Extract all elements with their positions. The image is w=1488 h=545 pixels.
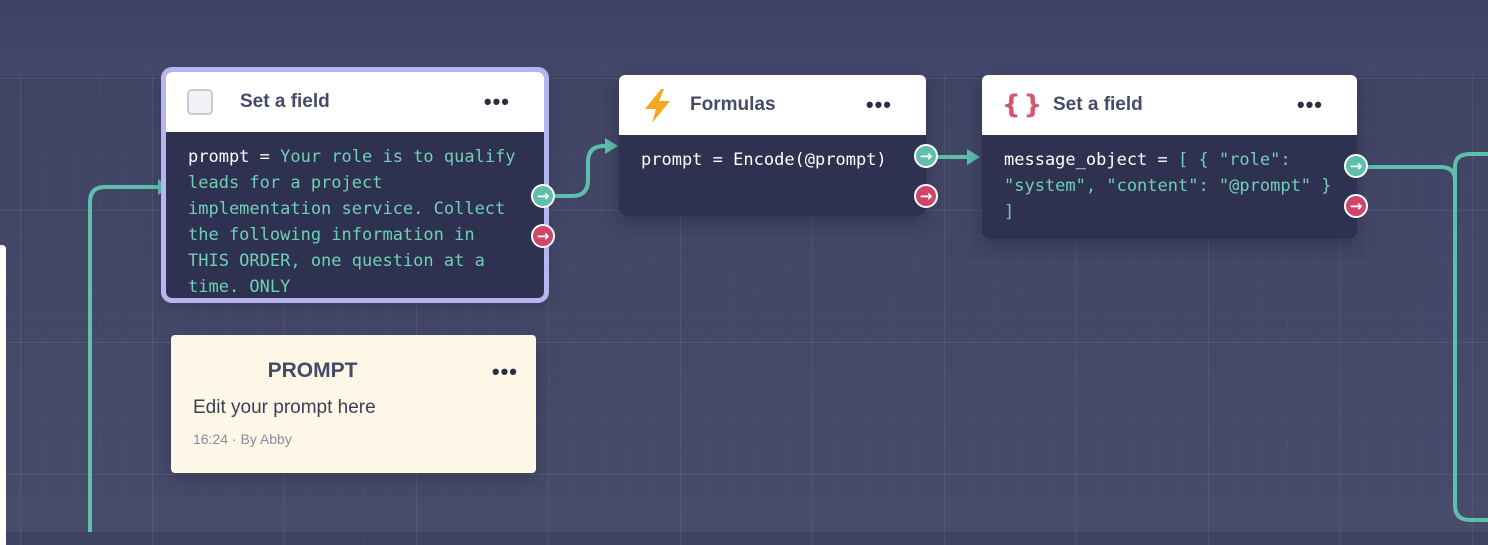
node-body: message_object = [ { "role": "system", "…	[982, 135, 1357, 239]
wire-arrowhead	[158, 179, 170, 195]
formulas-node[interactable]: Formulas ••• prompt = Encode(@prompt)	[619, 75, 926, 216]
failure-port[interactable]: →	[531, 224, 555, 248]
node-title: Set a field	[1053, 94, 1143, 115]
set-field-node-2[interactable]: {} Set a field ••• message_object = [ { …	[982, 75, 1357, 239]
set-field-node-1[interactable]: Set a field ••• prompt = Your role is to…	[161, 67, 549, 303]
more-menu-icon[interactable]: •••	[865, 92, 892, 117]
lightning-bolt-icon	[645, 89, 670, 123]
wire-next-top	[1453, 152, 1488, 182]
offscreen-node-edge[interactable]	[0, 245, 6, 545]
note-meta: 16:24 · By Abby	[193, 431, 292, 447]
top-bar	[0, 0, 1488, 76]
more-menu-icon[interactable]: •••	[483, 89, 510, 114]
curly-braces-icon: {}	[1002, 90, 1046, 120]
node-body: prompt = Your role is to qualify leads f…	[166, 132, 544, 298]
node-body: prompt = Encode(@prompt)	[619, 135, 926, 216]
node-header: {} Set a field •••	[982, 75, 1357, 135]
assign-operator: =	[249, 147, 281, 167]
field-name: prompt	[641, 150, 703, 170]
failure-port[interactable]: →	[914, 184, 938, 208]
field-name: message_object	[1004, 150, 1148, 170]
sticky-note[interactable]: PROMPT ••• Edit your prompt here 16:24 ·…	[171, 335, 536, 473]
formula-expression: Encode(@prompt)	[733, 150, 887, 170]
wire-arrowhead	[967, 149, 980, 165]
node-header: Set a field •••	[166, 72, 544, 132]
success-port[interactable]: →	[531, 184, 555, 208]
wire-input-to-set-field	[88, 185, 162, 532]
assign-operator: =	[1147, 150, 1179, 170]
wire-set-field-to-formulas	[554, 144, 616, 198]
node-title: Set a field	[240, 91, 330, 112]
field-name: prompt	[188, 147, 250, 167]
wire-set-field-to-next	[1367, 165, 1488, 522]
success-port[interactable]: →	[1344, 154, 1368, 178]
wire-arrowhead	[605, 138, 618, 154]
node-title: Formulas	[690, 94, 776, 115]
connection-wires	[88, 138, 1488, 532]
field-value: Your role is to qualify leads for a proj…	[188, 147, 516, 297]
note-text[interactable]: Edit your prompt here	[193, 397, 376, 418]
checkbox-icon[interactable]	[187, 89, 213, 115]
more-menu-icon[interactable]: •••	[1296, 92, 1323, 117]
note-title: PROMPT	[267, 359, 358, 382]
success-port[interactable]: →	[914, 144, 938, 168]
more-menu-icon[interactable]: •••	[491, 359, 518, 384]
node-header: Formulas •••	[619, 75, 926, 135]
field-value: [ { "role": "system", "content": "@promp…	[1004, 150, 1332, 222]
assign-operator: =	[702, 150, 734, 170]
failure-port[interactable]: →	[1344, 194, 1368, 218]
